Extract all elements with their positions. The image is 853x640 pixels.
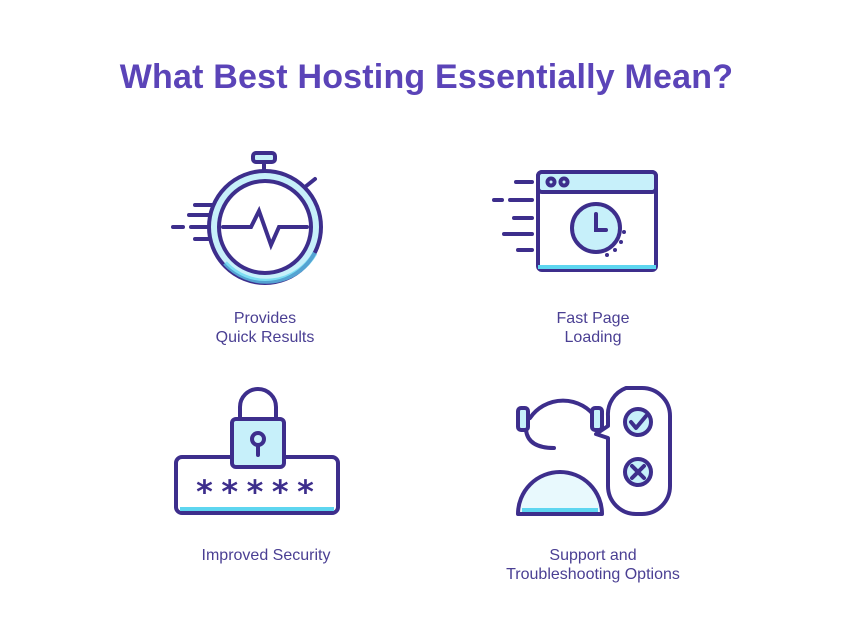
feature-caption-fast-loading: Fast Page Loading [556, 310, 630, 346]
feature-caption-support: Support and Troubleshooting Options [506, 547, 680, 583]
feature-caption-quick-results: Provides Quick Results [215, 310, 315, 346]
page-title: What Best Hosting Essentially Mean? [119, 58, 734, 96]
stopwatch-icon [171, 151, 323, 285]
support-agent-icon [516, 386, 672, 516]
password-mask: ***** [195, 473, 321, 511]
browser-clock-icon [492, 170, 658, 272]
padlock-password-icon: ***** [174, 387, 340, 515]
feature-caption-security: Improved Security [201, 547, 331, 564]
